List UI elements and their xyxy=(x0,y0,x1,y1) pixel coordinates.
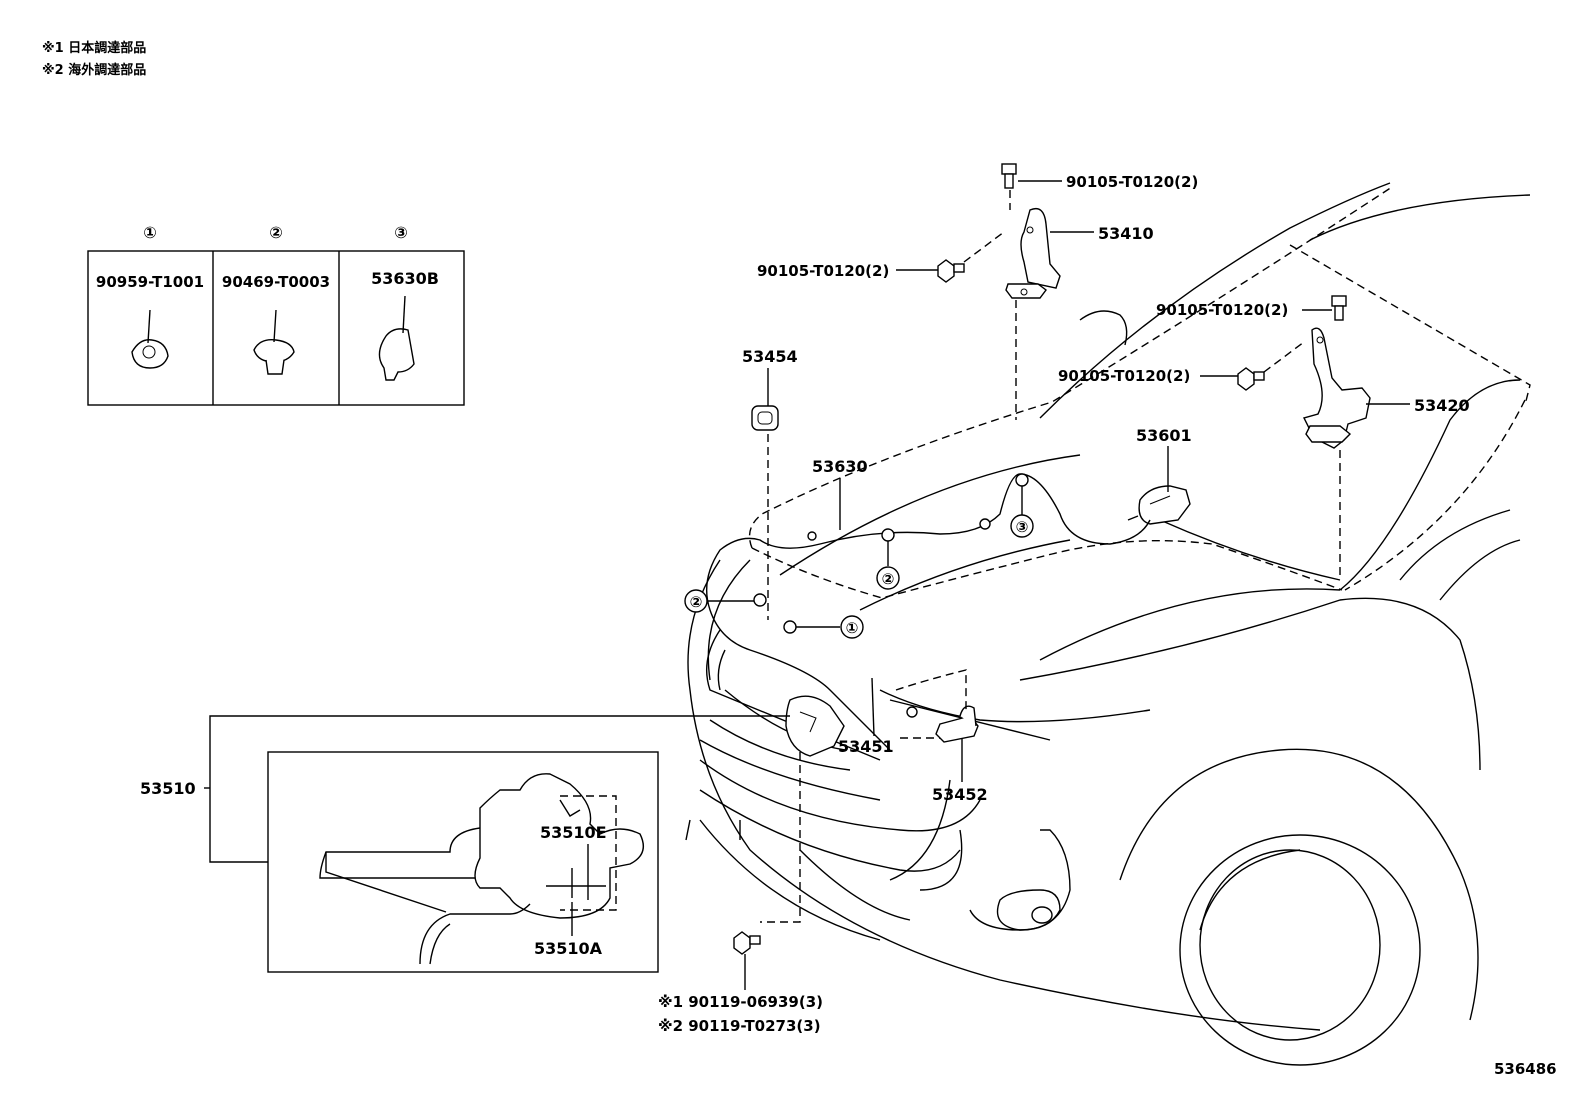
bolt-icon xyxy=(1331,295,1347,321)
hood-hinge-right xyxy=(1302,327,1371,449)
bolt-icon xyxy=(1237,367,1265,391)
bolt-icon xyxy=(733,931,761,955)
marker-circle-2: ② xyxy=(876,566,900,590)
legend-table: ① 90959-T1001 ② 90469-T0003 ③ 53630B xyxy=(87,223,465,406)
callout-bolt-right-top: 90105-T0120(2) xyxy=(1156,301,1288,319)
callout-lock: 53510 xyxy=(140,779,196,798)
legend-marker-2: ② xyxy=(269,223,283,242)
hood-hinge-left xyxy=(1005,207,1061,299)
callout-bolt-left-hinge: 90105-T0120(2) xyxy=(757,262,889,280)
callout-handle: 53601 xyxy=(1136,426,1192,445)
callout-hinge-left: 53410 xyxy=(1098,224,1154,243)
hood-lock xyxy=(785,695,845,757)
callout-53452: 53452 xyxy=(932,785,988,804)
callout-lock-a: 53510A xyxy=(534,939,603,958)
svg-text:②: ② xyxy=(690,593,703,611)
callout-hinge-right: 53420 xyxy=(1414,396,1470,415)
legend-cell-2: ② 90469-T0003 xyxy=(222,223,330,375)
note-overseas-sourced: ※2 海外調達部品 xyxy=(42,62,146,78)
svg-text:①: ① xyxy=(846,619,859,637)
callout-cable: 53630 xyxy=(812,457,868,476)
marker-circle-2: ② xyxy=(684,589,708,613)
callout-bolt-bottom-2: ※2 90119-T0273(3) xyxy=(658,1017,821,1035)
legend-part-no-2: 90469-T0003 xyxy=(222,273,330,291)
vehicle-outline xyxy=(685,182,1531,1066)
callout-bolt-right-mid: 90105-T0120(2) xyxy=(1058,367,1190,385)
release-handle xyxy=(1138,485,1191,525)
bolt-icon xyxy=(1001,163,1017,189)
bolt-icon xyxy=(937,259,965,283)
marker-circle-1: ① xyxy=(840,615,864,639)
legend-marker-3: ③ xyxy=(394,223,408,242)
legend-cell-3: ③ 53630B xyxy=(371,223,439,381)
cable-clamp-icon xyxy=(378,295,415,381)
part-53452-bracket xyxy=(935,705,979,743)
clip-icon xyxy=(253,309,295,375)
marker-circle-3: ③ xyxy=(1010,514,1034,538)
legend-cell-1: ① 90959-T1001 xyxy=(96,223,204,369)
lock-detail-box xyxy=(267,751,659,973)
svg-text:②: ② xyxy=(882,570,895,588)
legend-marker-1: ① xyxy=(143,223,157,242)
callout-lock-e: 53510E xyxy=(540,823,607,842)
callout-53451: 53451 xyxy=(838,737,894,756)
callout-53454: 53454 xyxy=(742,347,798,366)
callout-bolt-bottom-1: ※1 90119-06939(3) xyxy=(658,993,823,1011)
clip-icon xyxy=(131,309,169,369)
legend-part-no-1: 90959-T1001 xyxy=(96,273,204,291)
legend-part-no-3: 53630B xyxy=(371,269,439,288)
svg-text:③: ③ xyxy=(1016,518,1029,536)
part-53454-pad xyxy=(751,405,779,431)
callout-bolt-top: 90105-T0120(2) xyxy=(1066,173,1198,191)
illustration-number: 536486 xyxy=(1494,1060,1557,1078)
note-japan-sourced: ※1 日本調達部品 xyxy=(42,40,146,56)
